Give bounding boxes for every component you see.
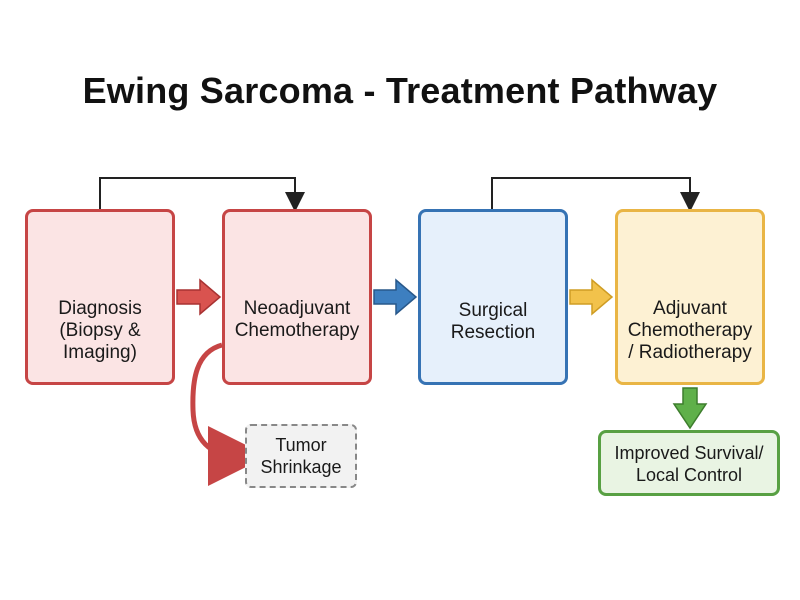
arrow-chemo-to-shrinkage (190, 342, 268, 486)
improved-survival-label: Improved Survival/ Local Control (614, 443, 764, 485)
outcome-tumor-shrinkage: Tumor Shrinkage (245, 424, 357, 488)
arrow-adjuvant-to-outcome (672, 387, 708, 430)
loop-connector-diagnosis-chemo (99, 177, 305, 212)
outcome-improved-survival: Improved Survival/ Local Control (598, 430, 780, 496)
arrow-surgery-to-adjuvant (569, 278, 614, 316)
step-adjuvant-therapy: Adjuvant Chemotherapy / Radiotherapy (615, 209, 765, 385)
step-adjuvant-label: Adjuvant Chemotherapy / Radiotherapy (627, 298, 753, 363)
step-surgical-resection: Surgical Resection (418, 209, 568, 385)
step-diagnosis-label: Diagnosis (Biopsy & Imaging) (58, 298, 142, 363)
loop-connector-surgery-adjuvant (491, 177, 700, 212)
page-title: Ewing Sarcoma - Treatment Pathway (82, 70, 718, 111)
tumor-shrinkage-label: Tumor Shrinkage (260, 435, 342, 477)
step-neoadjuvant-chemotherapy: Neoadjuvant Chemotherapy (222, 209, 372, 385)
step-surgical-label: Surgical Resection (450, 300, 536, 343)
arrow-chemo-to-surgery (373, 278, 418, 316)
step-neoadjuvant-label: Neoadjuvant Chemotherapy (234, 298, 360, 341)
step-diagnosis: Diagnosis (Biopsy & Imaging) (25, 209, 175, 385)
arrow-diagnosis-to-chemo (176, 278, 222, 316)
